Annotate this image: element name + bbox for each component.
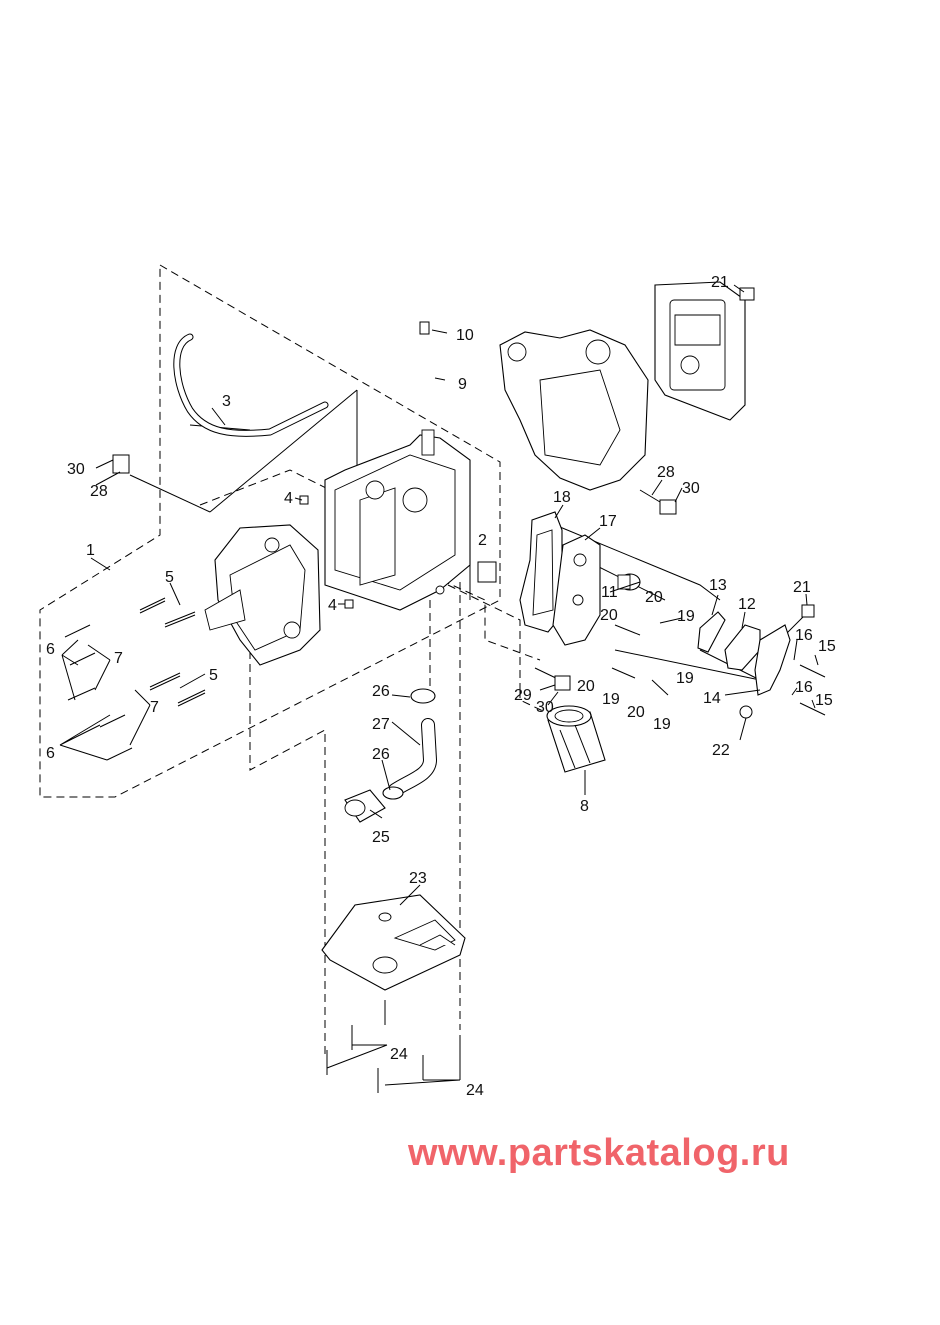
callout-7b: 7 xyxy=(150,699,159,716)
callout-27: 27 xyxy=(372,716,390,733)
thermostat-cover-12 xyxy=(724,624,761,671)
callout-10: 10 xyxy=(456,327,474,344)
callout-8: 8 xyxy=(580,798,589,815)
callout-28a: 28 xyxy=(90,483,108,500)
callout-24b: 24 xyxy=(466,1082,484,1099)
callout-15a: 15 xyxy=(818,638,836,655)
cover-17 xyxy=(552,534,601,646)
water-hose-27 xyxy=(388,718,438,797)
thermostat-11 xyxy=(617,573,641,591)
callout-5b: 5 xyxy=(209,667,218,684)
leader-lines xyxy=(59,284,819,1086)
bracket-14 xyxy=(754,624,791,696)
bottom-plate-23 xyxy=(321,894,466,991)
callout-19b: 19 xyxy=(676,670,694,687)
callout-30c: 30 xyxy=(536,699,554,716)
breather-hose xyxy=(173,333,329,437)
callout-22: 22 xyxy=(712,742,730,759)
oil-filter xyxy=(546,705,606,773)
callout-4a: 4 xyxy=(284,490,293,507)
callout-18: 18 xyxy=(553,489,571,506)
gasket-18 xyxy=(519,511,563,633)
callout-9: 9 xyxy=(458,376,467,393)
callout-6a: 6 xyxy=(46,641,55,658)
callout-20a: 20 xyxy=(645,589,663,606)
callout-29: 29 xyxy=(514,687,532,704)
callout-19d: 19 xyxy=(653,716,671,733)
callout-26a: 26 xyxy=(372,683,390,700)
callout-4b: 4 xyxy=(328,597,337,614)
callout-25: 25 xyxy=(372,829,390,846)
callout-20d: 20 xyxy=(627,704,645,721)
callout-2: 2 xyxy=(478,532,487,549)
gasket-13 xyxy=(697,611,726,653)
callout-20c: 20 xyxy=(577,678,595,695)
cover-plate xyxy=(654,281,746,421)
bolts xyxy=(64,287,826,1093)
callout-20b: 20 xyxy=(600,607,618,624)
callout-26b: 26 xyxy=(372,746,390,763)
callout-12: 12 xyxy=(738,596,756,613)
crankcase-block xyxy=(324,429,471,611)
callout-14: 14 xyxy=(703,690,721,707)
callout-19c: 19 xyxy=(602,691,620,708)
callout-21a: 21 xyxy=(711,274,729,291)
callout-28b: 28 xyxy=(657,464,675,481)
callout-30b: 30 xyxy=(682,480,700,497)
gear-case-housing xyxy=(499,329,649,491)
callout-13: 13 xyxy=(709,577,727,594)
hose-clamp-26-top xyxy=(410,688,436,704)
callout-11: 11 xyxy=(601,584,618,601)
callout-16a: 16 xyxy=(795,627,813,644)
callout-23: 23 xyxy=(409,870,427,887)
callout-1: 1 xyxy=(86,542,95,559)
callout-labels: 1 2 3 4 4 5 5 6 6 7 7 8 9 10 11 12 13 14… xyxy=(46,274,836,1099)
callout-17: 17 xyxy=(599,513,617,530)
callout-15b: 15 xyxy=(815,692,833,709)
fitting-25 xyxy=(344,789,386,823)
hose-clamp-26-bottom xyxy=(382,786,404,800)
watermark-text: www.partskatalog.ru xyxy=(408,1132,790,1174)
callout-7a: 7 xyxy=(114,650,123,667)
assembly-dashed-outline xyxy=(39,264,546,1055)
callout-30a: 30 xyxy=(67,461,85,478)
callout-6b: 6 xyxy=(46,745,55,762)
callout-16b: 16 xyxy=(795,679,813,696)
callout-3: 3 xyxy=(222,393,231,410)
callout-5a: 5 xyxy=(165,569,174,586)
callout-21b: 21 xyxy=(793,579,811,596)
cylinder-body xyxy=(204,524,321,666)
callout-19a: 19 xyxy=(677,608,695,625)
callout-24a: 24 xyxy=(390,1046,408,1063)
